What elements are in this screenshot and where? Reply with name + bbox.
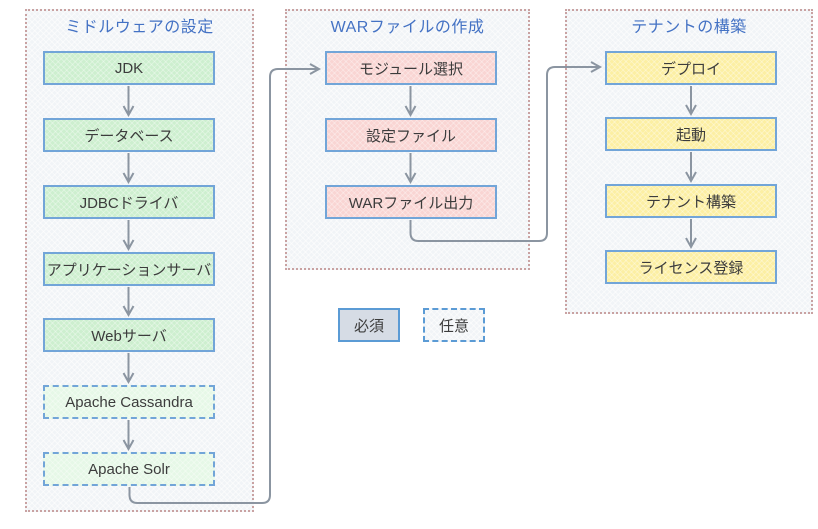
flow-step-config-file: 設定ファイル: [325, 118, 497, 152]
flow-step-tenant-build: テナント構築: [605, 184, 777, 218]
group-title-middleware-setup: ミドルウェアの設定: [65, 19, 214, 36]
flow-step-deploy: デプロイ: [605, 51, 777, 85]
legend-optional-box: 任意: [423, 308, 485, 342]
flow-step-apache-solr: Apache Solr: [43, 452, 215, 486]
group-title-tenant-build: テナントの構築: [631, 19, 747, 36]
flow-step-license-register: ライセンス登録: [605, 250, 777, 284]
flow-step-database: データベース: [43, 118, 215, 152]
legend-required-box: 必須: [338, 308, 400, 342]
flow-step-start: 起動: [605, 117, 777, 151]
flow-step-apache-cassandra: Apache Cassandra: [43, 385, 215, 419]
flow-step-module-select: モジュール選択: [325, 51, 497, 85]
flow-step-jdbc-driver: JDBCドライバ: [43, 185, 215, 219]
flow-step-war-output: WARファイル出力: [325, 185, 497, 219]
flow-step-application-server: アプリケーションサーバ: [43, 252, 215, 286]
group-title-war-file-creation: WARファイルの作成: [330, 19, 485, 36]
flow-step-web-server: Webサーバ: [43, 318, 215, 352]
flow-step-jdk: JDK: [43, 51, 215, 85]
